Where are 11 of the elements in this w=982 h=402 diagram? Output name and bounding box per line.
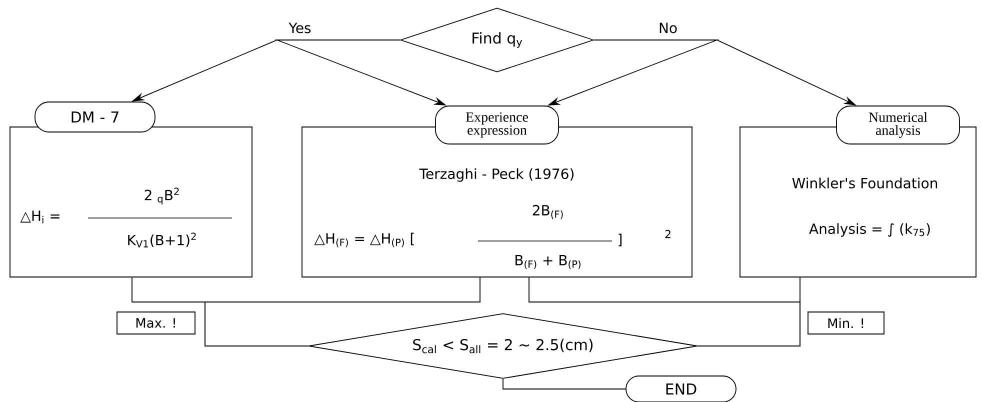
note-box: Max. ! [116, 312, 196, 334]
connector-line [502, 378, 626, 390]
terminal-pill: Experience expression [435, 106, 559, 144]
terminal-pill: Numerical analysis [836, 106, 960, 144]
terminal-pill: DM - 7 [34, 102, 156, 132]
connector-line [698, 277, 800, 346]
edge-label: No [657, 22, 679, 34]
connector-line [204, 277, 480, 346]
terminal-pill: END [626, 376, 736, 402]
note-box: Min. ! [808, 312, 884, 334]
edge-label: Yes [288, 22, 312, 34]
